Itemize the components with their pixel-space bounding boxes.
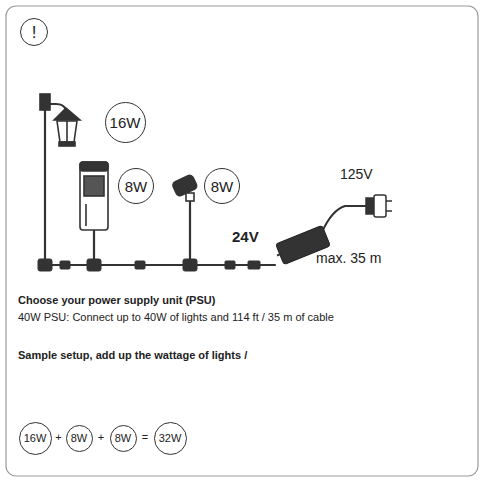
note-text: 40W PSU: Connect up to 40W of lights and… <box>18 311 334 324</box>
wattage-badge: 16W <box>19 422 52 455</box>
wattage-text: 16W <box>24 433 47 444</box>
voltage-label: 125V <box>340 166 373 183</box>
wattage-badge: 32W <box>154 422 187 455</box>
cable-length-label: max. 35 m <box>316 250 381 267</box>
wattage-text: 16W <box>110 115 141 130</box>
wattage-text: 8W <box>211 179 234 194</box>
section-heading: Sample setup, add up the wattage of ligh… <box>18 349 247 362</box>
operator: + <box>98 431 104 444</box>
wattage-text: 8W <box>115 433 132 444</box>
wattage-badge: 8W <box>118 168 154 204</box>
alert-icon: ! <box>20 18 48 46</box>
section-heading: Choose your power supply unit (PSU) <box>18 294 215 307</box>
operator: + <box>55 431 61 444</box>
wattage-text: 8W <box>125 179 148 194</box>
operator: = <box>142 431 148 444</box>
wattage-text: 8W <box>71 433 88 444</box>
wattage-text: 32W <box>159 433 182 444</box>
wattage-text: ! <box>32 24 37 41</box>
wattage-badge: 16W <box>105 102 146 143</box>
voltage-label: 24V <box>232 228 259 246</box>
wattage-badge: 8W <box>66 425 93 452</box>
wattage-badge: 8W <box>204 168 240 204</box>
wattage-badge: 8W <box>110 425 137 452</box>
